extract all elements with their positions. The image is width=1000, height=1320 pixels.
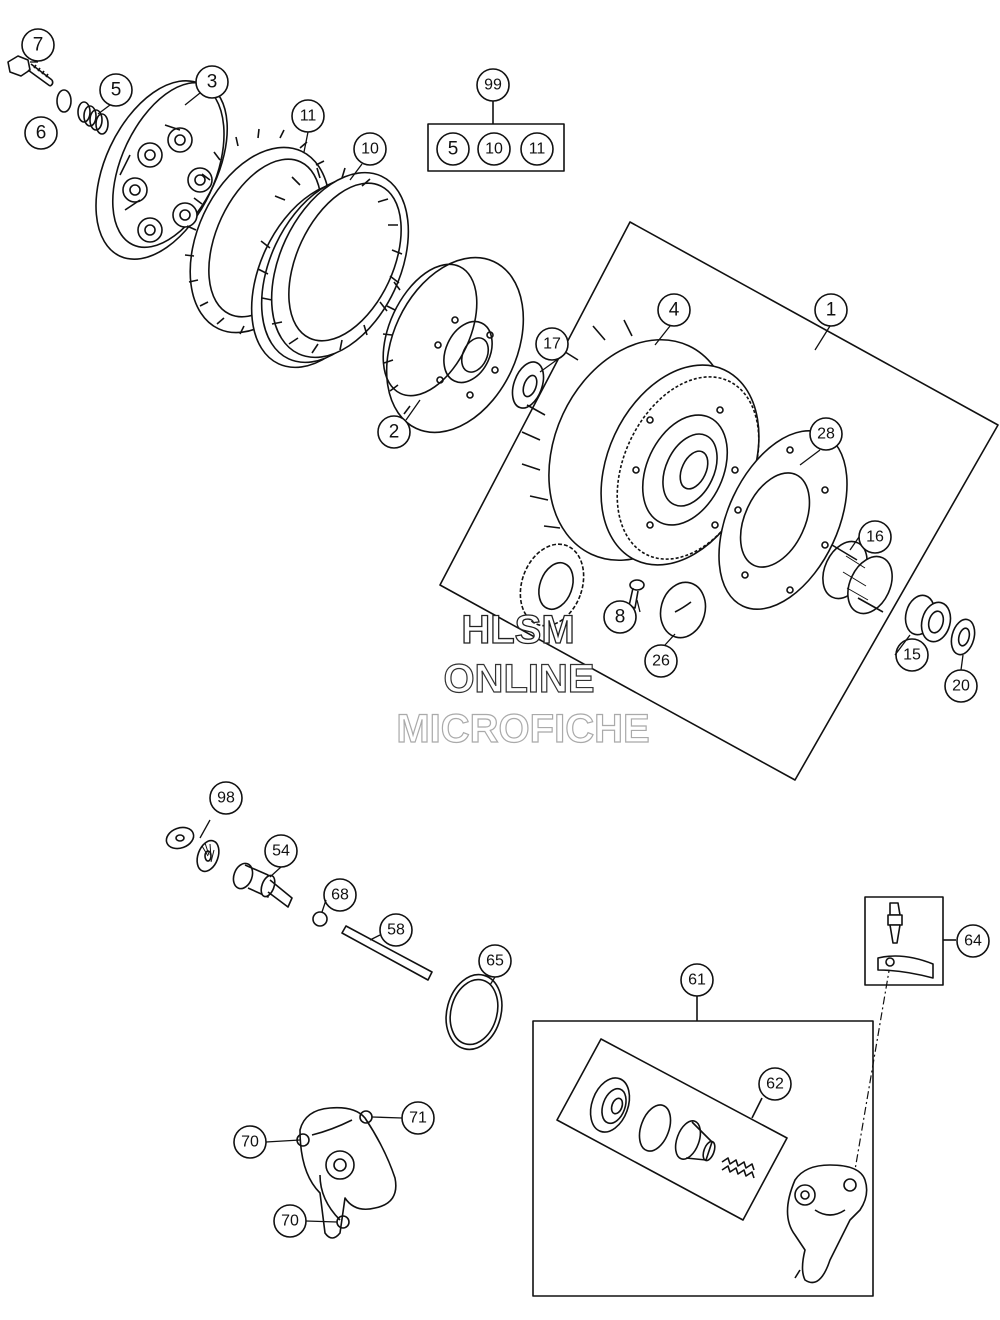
callout-label-99: 99 (484, 77, 502, 94)
callout-label-65: 65 (486, 953, 504, 970)
watermark-line-2: ONLINE (443, 657, 594, 701)
clutch-basket-part (521, 319, 760, 566)
callout-label-3: 3 (207, 72, 218, 93)
callout-label-28: 28 (817, 426, 835, 443)
repair-kit-box (556, 1038, 788, 1221)
callout-label-8: 8 (615, 607, 626, 628)
callout-label-54: 54 (272, 843, 290, 860)
seal-ring-part (638, 1104, 672, 1152)
callout-label-26: 26 (652, 653, 670, 670)
pushrod-piece-part (232, 862, 293, 908)
callout-label-6: 6 (36, 123, 47, 144)
callout-label-98: 98 (217, 790, 235, 807)
callout-label-20: 20 (952, 678, 970, 695)
needle-bearing-part (822, 540, 893, 615)
bleeder-group-box (864, 896, 944, 986)
callout-label-5: 5 (111, 80, 122, 101)
callout-label-17: 17 (543, 336, 561, 353)
pushrod-part (341, 925, 433, 981)
callout-circle-64 (956, 924, 990, 958)
callout-circle-11 (291, 99, 325, 133)
master-cylinder-body-part (786, 1164, 868, 1284)
callout-label-62: 62 (766, 1076, 784, 1093)
callout-circle-1 (814, 293, 848, 327)
callout-circle-99-10 (477, 132, 511, 166)
callout-label-70b: 70 (281, 1213, 299, 1230)
callout-circle-61 (680, 963, 714, 997)
callout-circle-4 (657, 293, 691, 327)
callout-circle-28 (809, 417, 843, 451)
watermark: HLSM ONLINE MICROFICHE (396, 607, 651, 751)
leader-lines (30, 61, 831, 839)
needle-washer-part (196, 839, 220, 873)
callout-label-68: 68 (331, 887, 349, 904)
clutch-plate-stack-part (250, 167, 410, 369)
callout-label-99-10: 10 (485, 141, 503, 158)
bleeder-valve-part (877, 902, 934, 979)
callout-circle-68 (323, 878, 357, 912)
callout-label-10: 10 (361, 141, 379, 158)
callout-circle-62 (758, 1067, 792, 1101)
callout-circle-98 (209, 781, 243, 815)
callout-label-70a: 70 (241, 1134, 259, 1151)
callout-label-99-11: 11 (529, 141, 546, 158)
washer-part (56, 89, 72, 113)
spring-part (77, 101, 109, 135)
callout-label-2: 2 (389, 422, 400, 443)
bolt-part (7, 55, 54, 87)
bushing-part (904, 594, 952, 643)
callout-circle-99-5 (436, 132, 470, 166)
callout-label-16: 16 (866, 529, 884, 546)
callout-circle-8 (603, 600, 637, 634)
watermark-line-1: HLSM (461, 608, 574, 652)
callout-circle-6 (24, 116, 58, 150)
callout-circle-5 (99, 73, 133, 107)
rivet-part (628, 579, 645, 609)
callout-label-15: 15 (903, 647, 921, 664)
watermark-line-3: MICROFICHE (396, 707, 649, 751)
spring-62-part (721, 1157, 755, 1179)
callout-circle-7 (21, 28, 55, 62)
callout-label-1: 1 (826, 300, 837, 321)
callout-label-11: 11 (300, 108, 317, 125)
callout-circle-15 (895, 638, 929, 672)
washer-20-part (950, 618, 976, 656)
callout-circle-99-11 (520, 132, 554, 166)
clutch-basket-group-box (439, 221, 999, 781)
master-cylinder-group-box (532, 1020, 874, 1297)
inner-hub-part (382, 256, 525, 434)
callout-label-71: 71 (409, 1110, 427, 1127)
callout-circle-2 (377, 415, 411, 449)
callout-circle-17 (535, 327, 569, 361)
thrust-washer-part (511, 361, 545, 409)
callout-label-64: 64 (964, 933, 982, 950)
callout-circle-3 (195, 65, 229, 99)
slave-cylinder-cover-part (296, 1106, 397, 1239)
piston-part (674, 1120, 716, 1162)
callout-label-58: 58 (387, 922, 405, 939)
callout-label-4: 4 (669, 300, 680, 321)
washer-98-part (165, 826, 195, 850)
callout-label-99-5: 5 (448, 139, 459, 160)
kit-box (427, 123, 565, 172)
callout-circle-26 (644, 644, 678, 678)
spacer-part (659, 581, 707, 639)
callout-label-61: 61 (688, 972, 706, 989)
pressure-plate-part (95, 80, 229, 260)
callout-circle-10 (353, 132, 387, 166)
callout-circle-99 (476, 68, 510, 102)
primary-gear-part (519, 543, 585, 627)
callout-label-7: 7 (33, 35, 44, 56)
o-ring-part (445, 973, 503, 1051)
piston-seal-part (589, 1077, 631, 1133)
ball-part (312, 911, 328, 927)
callout-circle-58 (379, 913, 413, 947)
